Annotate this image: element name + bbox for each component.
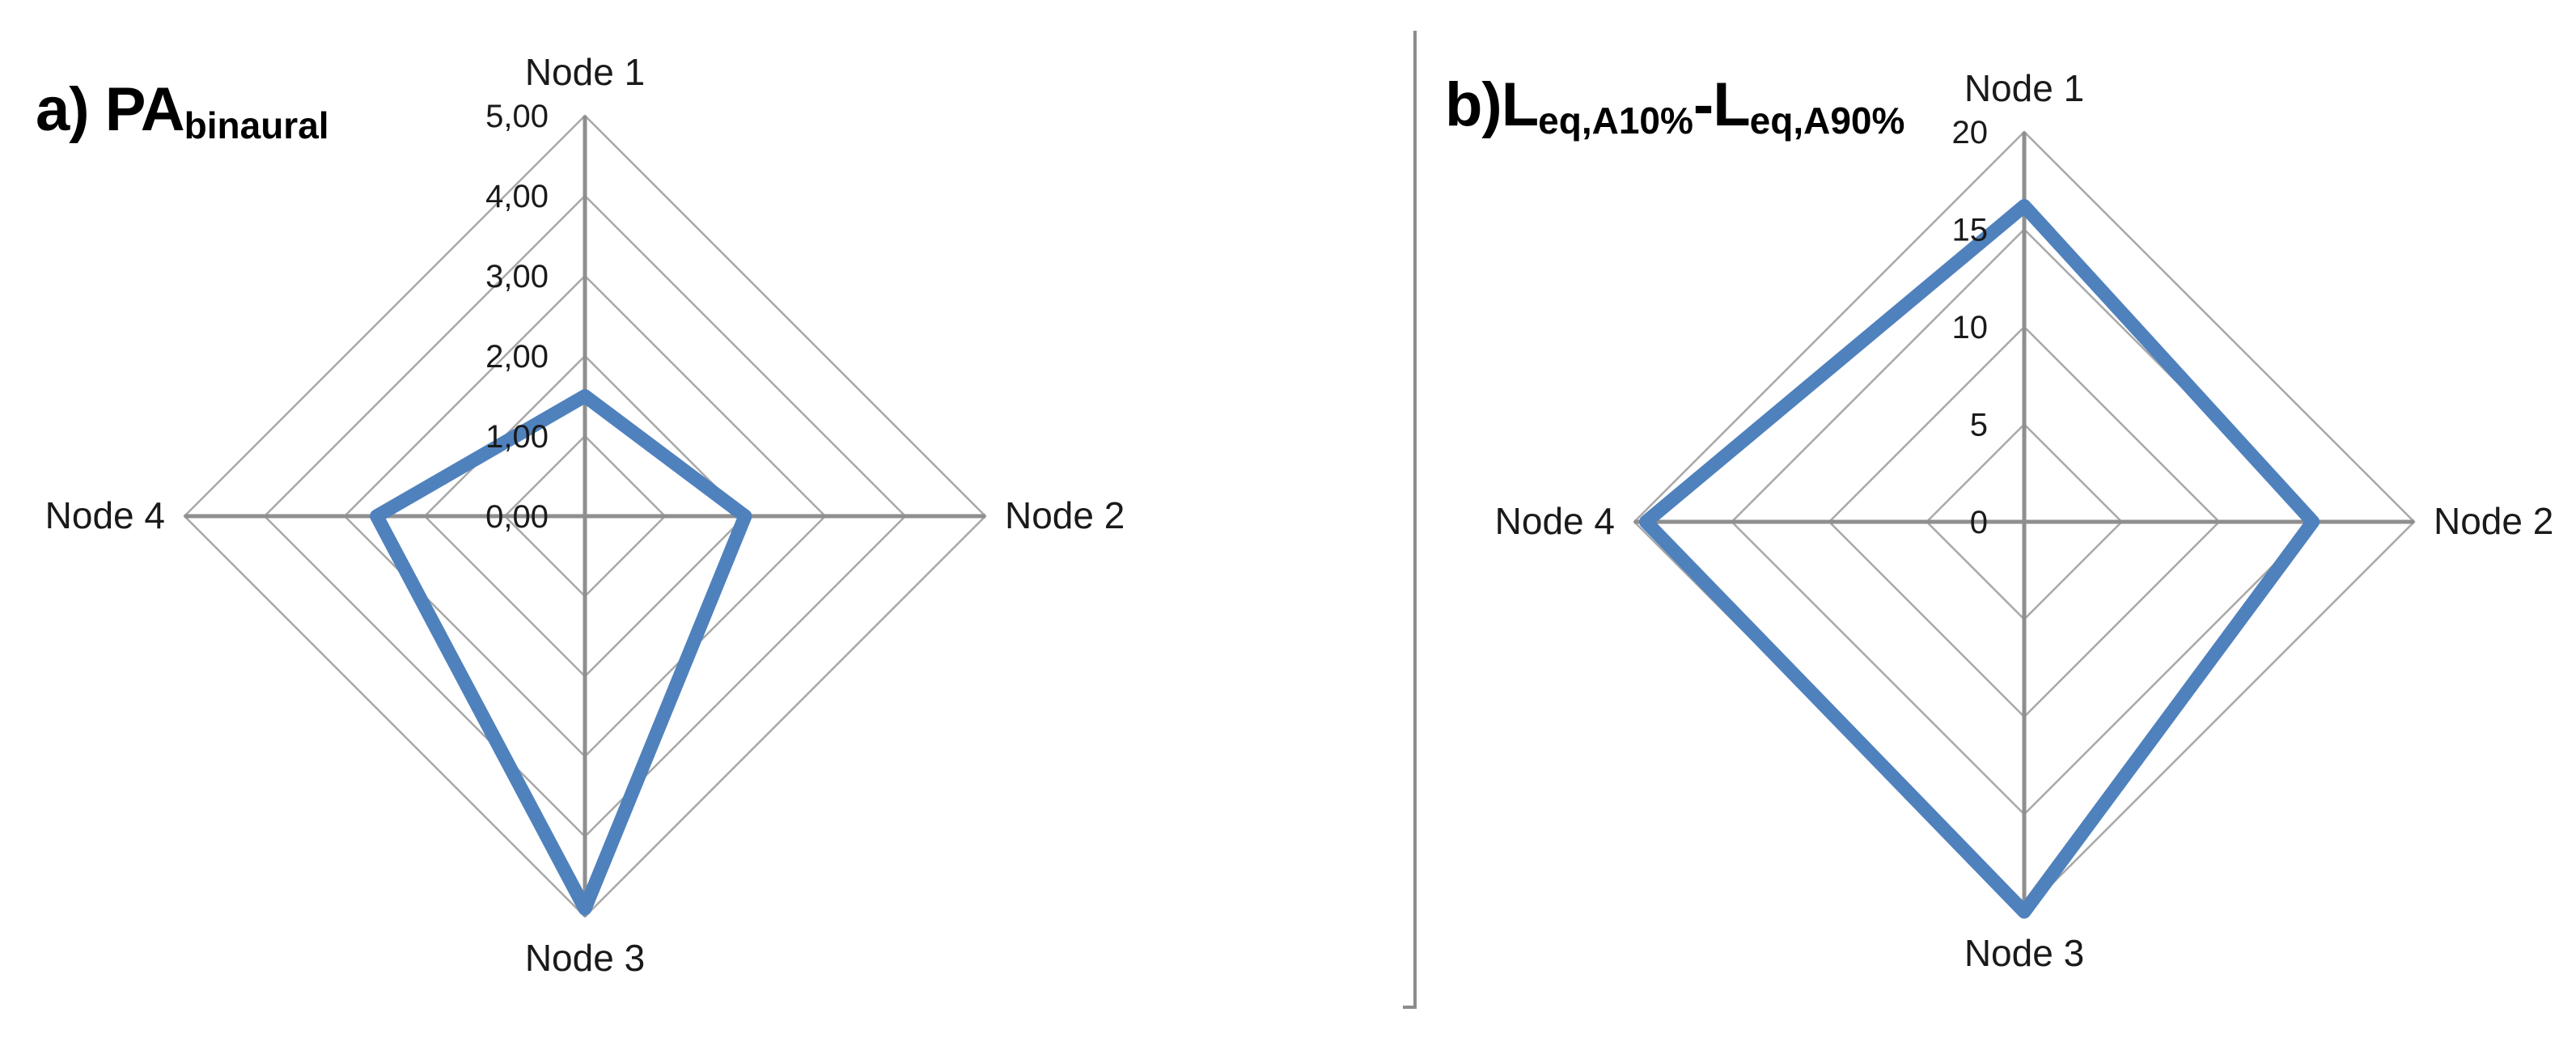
tick-label-3: 2,00 xyxy=(485,339,549,375)
category-label-node-4: Node 4 xyxy=(45,494,165,536)
chart-b-title: b)Leq,A10%-Leq,A90% xyxy=(1445,74,1904,140)
chart-a-title-main: a) PA xyxy=(36,75,185,144)
tick-label-0: 20 xyxy=(1952,115,1989,150)
data-polygon xyxy=(370,389,752,916)
tick-label-2: 3,00 xyxy=(485,259,549,294)
category-label-node-2: Node 2 xyxy=(2434,500,2553,542)
category-label-node-2: Node 2 xyxy=(1005,494,1125,536)
tick-label-1: 4,00 xyxy=(485,179,549,214)
category-label-node-3: Node 3 xyxy=(1964,932,2084,974)
chart-a-title: a) PAbinaural xyxy=(36,79,329,145)
tick-label-4: 0 xyxy=(1970,505,1988,540)
chart-b-title-subscript-2: eq,A90% xyxy=(1749,100,1905,142)
tick-label-4: 1,00 xyxy=(485,419,549,455)
panel-divider xyxy=(1403,31,1417,1009)
chart-b-title-subscript-1: eq,A10% xyxy=(1538,100,1693,142)
tick-label-1: 15 xyxy=(1952,213,1989,248)
category-label-node-1: Node 1 xyxy=(525,51,645,93)
category-label-node-3: Node 3 xyxy=(525,937,645,979)
tick-label-0: 5,00 xyxy=(485,99,549,134)
category-label-node-1: Node 1 xyxy=(1964,67,2084,109)
category-label-node-4: Node 4 xyxy=(1495,500,1615,542)
data-polygon xyxy=(1638,199,2320,919)
chart-a-title-subscript: binaural xyxy=(184,104,329,147)
chart-b-title-main: b)L xyxy=(1445,70,1539,139)
tick-label-5: 0,00 xyxy=(485,499,549,535)
tick-label-2: 10 xyxy=(1952,310,1989,345)
tick-label-3: 5 xyxy=(1970,408,1988,443)
chart-b-title-dash: -L xyxy=(1693,70,1751,139)
